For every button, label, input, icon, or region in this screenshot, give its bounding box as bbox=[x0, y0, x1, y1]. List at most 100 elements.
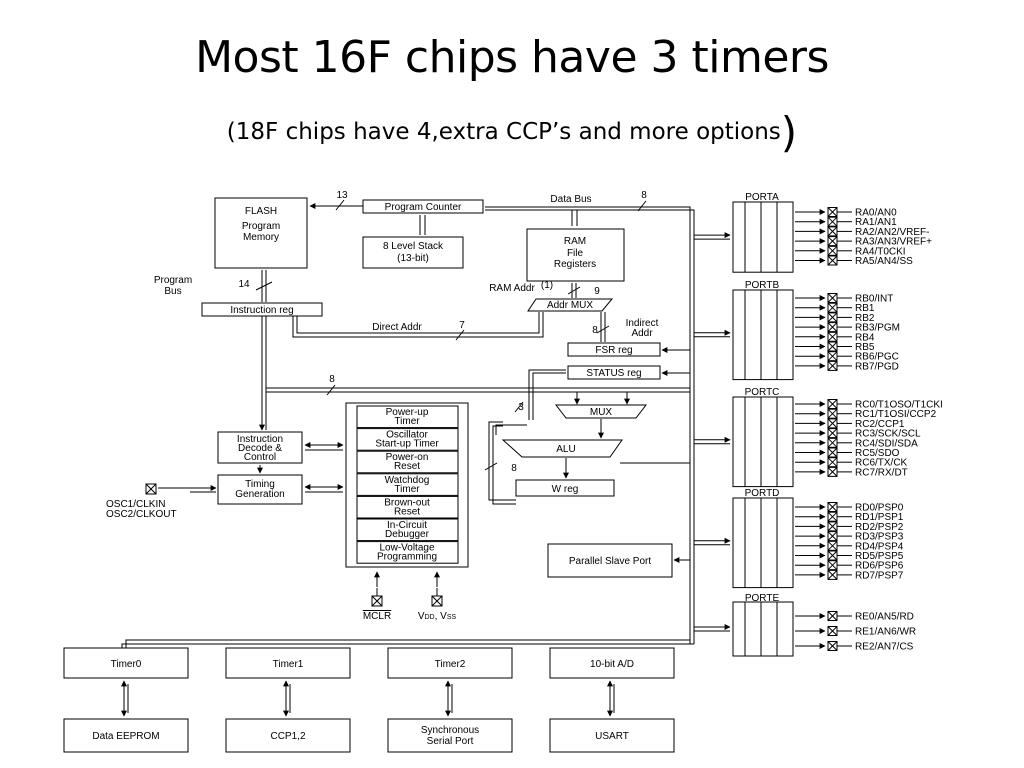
peripheral-bottom-box bbox=[225, 718, 351, 753]
peripheral-bottom-label: Serial Port bbox=[427, 736, 474, 747]
ram-label-3: Registers bbox=[554, 259, 596, 270]
prog-bus-slash bbox=[255, 281, 273, 291]
port-latch-box bbox=[732, 289, 794, 381]
pin-label: RD3/PSP3 bbox=[855, 532, 904, 543]
pc-bus-slash bbox=[335, 199, 345, 211]
decode-label-3: Control bbox=[244, 452, 276, 463]
pin-label: RC0/T1OSO/T1CKI bbox=[855, 400, 943, 411]
pin-pad-x bbox=[827, 207, 838, 217]
indirect-slash bbox=[596, 325, 610, 334]
pin-pad-x bbox=[827, 437, 838, 448]
slide-title: Most 16F chips have 3 timers bbox=[195, 32, 829, 83]
pin-pad-x bbox=[827, 245, 838, 256]
port-name-label: PORTD bbox=[745, 488, 780, 499]
decode-label-1: Instruction bbox=[237, 434, 283, 445]
instruction-reg-label: Instruction reg bbox=[230, 305, 293, 316]
port-name-label: PORTC bbox=[745, 387, 780, 398]
peripheral-top-label: Timer0 bbox=[111, 659, 142, 670]
pin-pad-x bbox=[827, 531, 838, 541]
pin-label: RC2/CCP1 bbox=[855, 419, 905, 430]
flash-label-1: FLASH bbox=[245, 206, 277, 217]
ram-file-registers-box bbox=[526, 228, 625, 282]
w-reg-box bbox=[515, 479, 615, 497]
peripheral-top-label: Timer2 bbox=[435, 659, 466, 670]
power-block-label: Brown-out bbox=[384, 497, 430, 508]
power-block-label: Programming bbox=[377, 552, 437, 563]
internal-bus-slash bbox=[326, 384, 336, 396]
pin-pad-x bbox=[827, 408, 838, 419]
pin-pad-x bbox=[827, 418, 838, 429]
pin-pad-x bbox=[827, 611, 838, 621]
decode-label-2: Decode & bbox=[238, 443, 282, 454]
peripheral-bottom-label: CCP1,2 bbox=[270, 731, 305, 742]
pin-label: RC5/SDO bbox=[855, 448, 900, 459]
power-block-label: Watchdog bbox=[385, 475, 430, 486]
instruction-decode-box bbox=[217, 431, 303, 464]
stack-label-2: (13-bit) bbox=[397, 253, 429, 264]
pin-pad-x bbox=[827, 570, 838, 580]
pin-label: RE2/AN7/CS bbox=[855, 642, 914, 653]
parallel-slave-port-label: Parallel Slave Port bbox=[569, 556, 651, 567]
flash-label-3: Memory bbox=[243, 232, 279, 243]
alu-in-width: 3 bbox=[518, 402, 524, 413]
pin-pad-x bbox=[827, 560, 838, 571]
pin-pad-x bbox=[827, 521, 838, 532]
pin-pad-x bbox=[827, 331, 838, 342]
timing-label-2: Generation bbox=[235, 489, 284, 500]
power-block-box bbox=[356, 405, 459, 429]
data-bus-main-1 bbox=[485, 206, 691, 644]
pin-pad-x bbox=[827, 511, 838, 522]
internal-bus-width: 8 bbox=[329, 374, 335, 385]
peripheral-bottom-box bbox=[549, 718, 675, 753]
port-latch-box bbox=[732, 396, 794, 488]
peripheral-top-label: 10-bit A/D bbox=[590, 659, 634, 670]
data-bus-slash bbox=[637, 200, 647, 212]
alu-box bbox=[501, 439, 623, 458]
power-block-label: Power-up bbox=[386, 407, 429, 418]
slide-subtitle: (18F chips have 4,extra CCP’s and more o… bbox=[0, 108, 1024, 157]
pin-label: RD4/PSP4 bbox=[855, 541, 904, 552]
port-name-label: PORTA bbox=[745, 192, 779, 203]
power-block-box bbox=[356, 428, 459, 451]
program-bus-label-2: Bus bbox=[164, 286, 181, 297]
osc-pin-label-2: OSC2/CLKOUT bbox=[106, 509, 177, 520]
status-to-alu-2 bbox=[528, 369, 566, 420]
pin-label: RD7/PSP7 bbox=[855, 570, 904, 581]
pc-bus-width: 13 bbox=[336, 190, 348, 201]
pin-pad-x bbox=[827, 550, 838, 561]
pin-label: RC4/SDI/SDA bbox=[855, 438, 918, 449]
stack-box bbox=[362, 236, 464, 269]
pin-label: RC1/T1OSI/CCP2 bbox=[855, 409, 937, 420]
peripheral-bottom-label: Data EEPROM bbox=[92, 731, 159, 742]
power-block-box bbox=[356, 518, 459, 542]
pin-pad-x bbox=[827, 216, 838, 227]
power-block-label: Timer bbox=[394, 484, 420, 495]
pin-pad-x bbox=[827, 447, 838, 458]
direct-addr-slash bbox=[455, 329, 465, 341]
data-bus-main-2 bbox=[485, 209, 695, 644]
port-name-label: PORTE bbox=[745, 593, 780, 604]
pin-pad-x bbox=[827, 341, 838, 352]
pin-pad-x bbox=[827, 540, 838, 551]
ports-group: PORTARA0/AN0RA1/AN1RA2/AN2/VREF-RA3/AN3/… bbox=[694, 192, 943, 657]
vdd-vss-label: VDD, VSS bbox=[418, 611, 457, 622]
power-block-label: Start-up Timer bbox=[375, 439, 439, 450]
flash-program-memory-box bbox=[214, 197, 308, 269]
pin-label: RE1/AN6/WR bbox=[855, 627, 916, 638]
pin-label: RA3/AN3/VREF+ bbox=[855, 237, 932, 248]
pin-label: RC7/RX/DT bbox=[855, 467, 908, 478]
mux-box bbox=[554, 404, 648, 419]
pin-label: RD2/PSP2 bbox=[855, 522, 904, 533]
ram-addr-slash bbox=[567, 286, 581, 295]
pin-pad-x bbox=[827, 626, 838, 636]
vdd-x-2 bbox=[431, 595, 443, 607]
direct-addr-width: 7 bbox=[459, 320, 465, 331]
pin-pad-x bbox=[827, 502, 838, 512]
pin-pad-x bbox=[827, 293, 838, 303]
direct-addr-path-1 bbox=[292, 312, 544, 338]
program-counter-label: Program Counter bbox=[385, 202, 462, 213]
power-block-label: Oscillator bbox=[386, 430, 428, 441]
